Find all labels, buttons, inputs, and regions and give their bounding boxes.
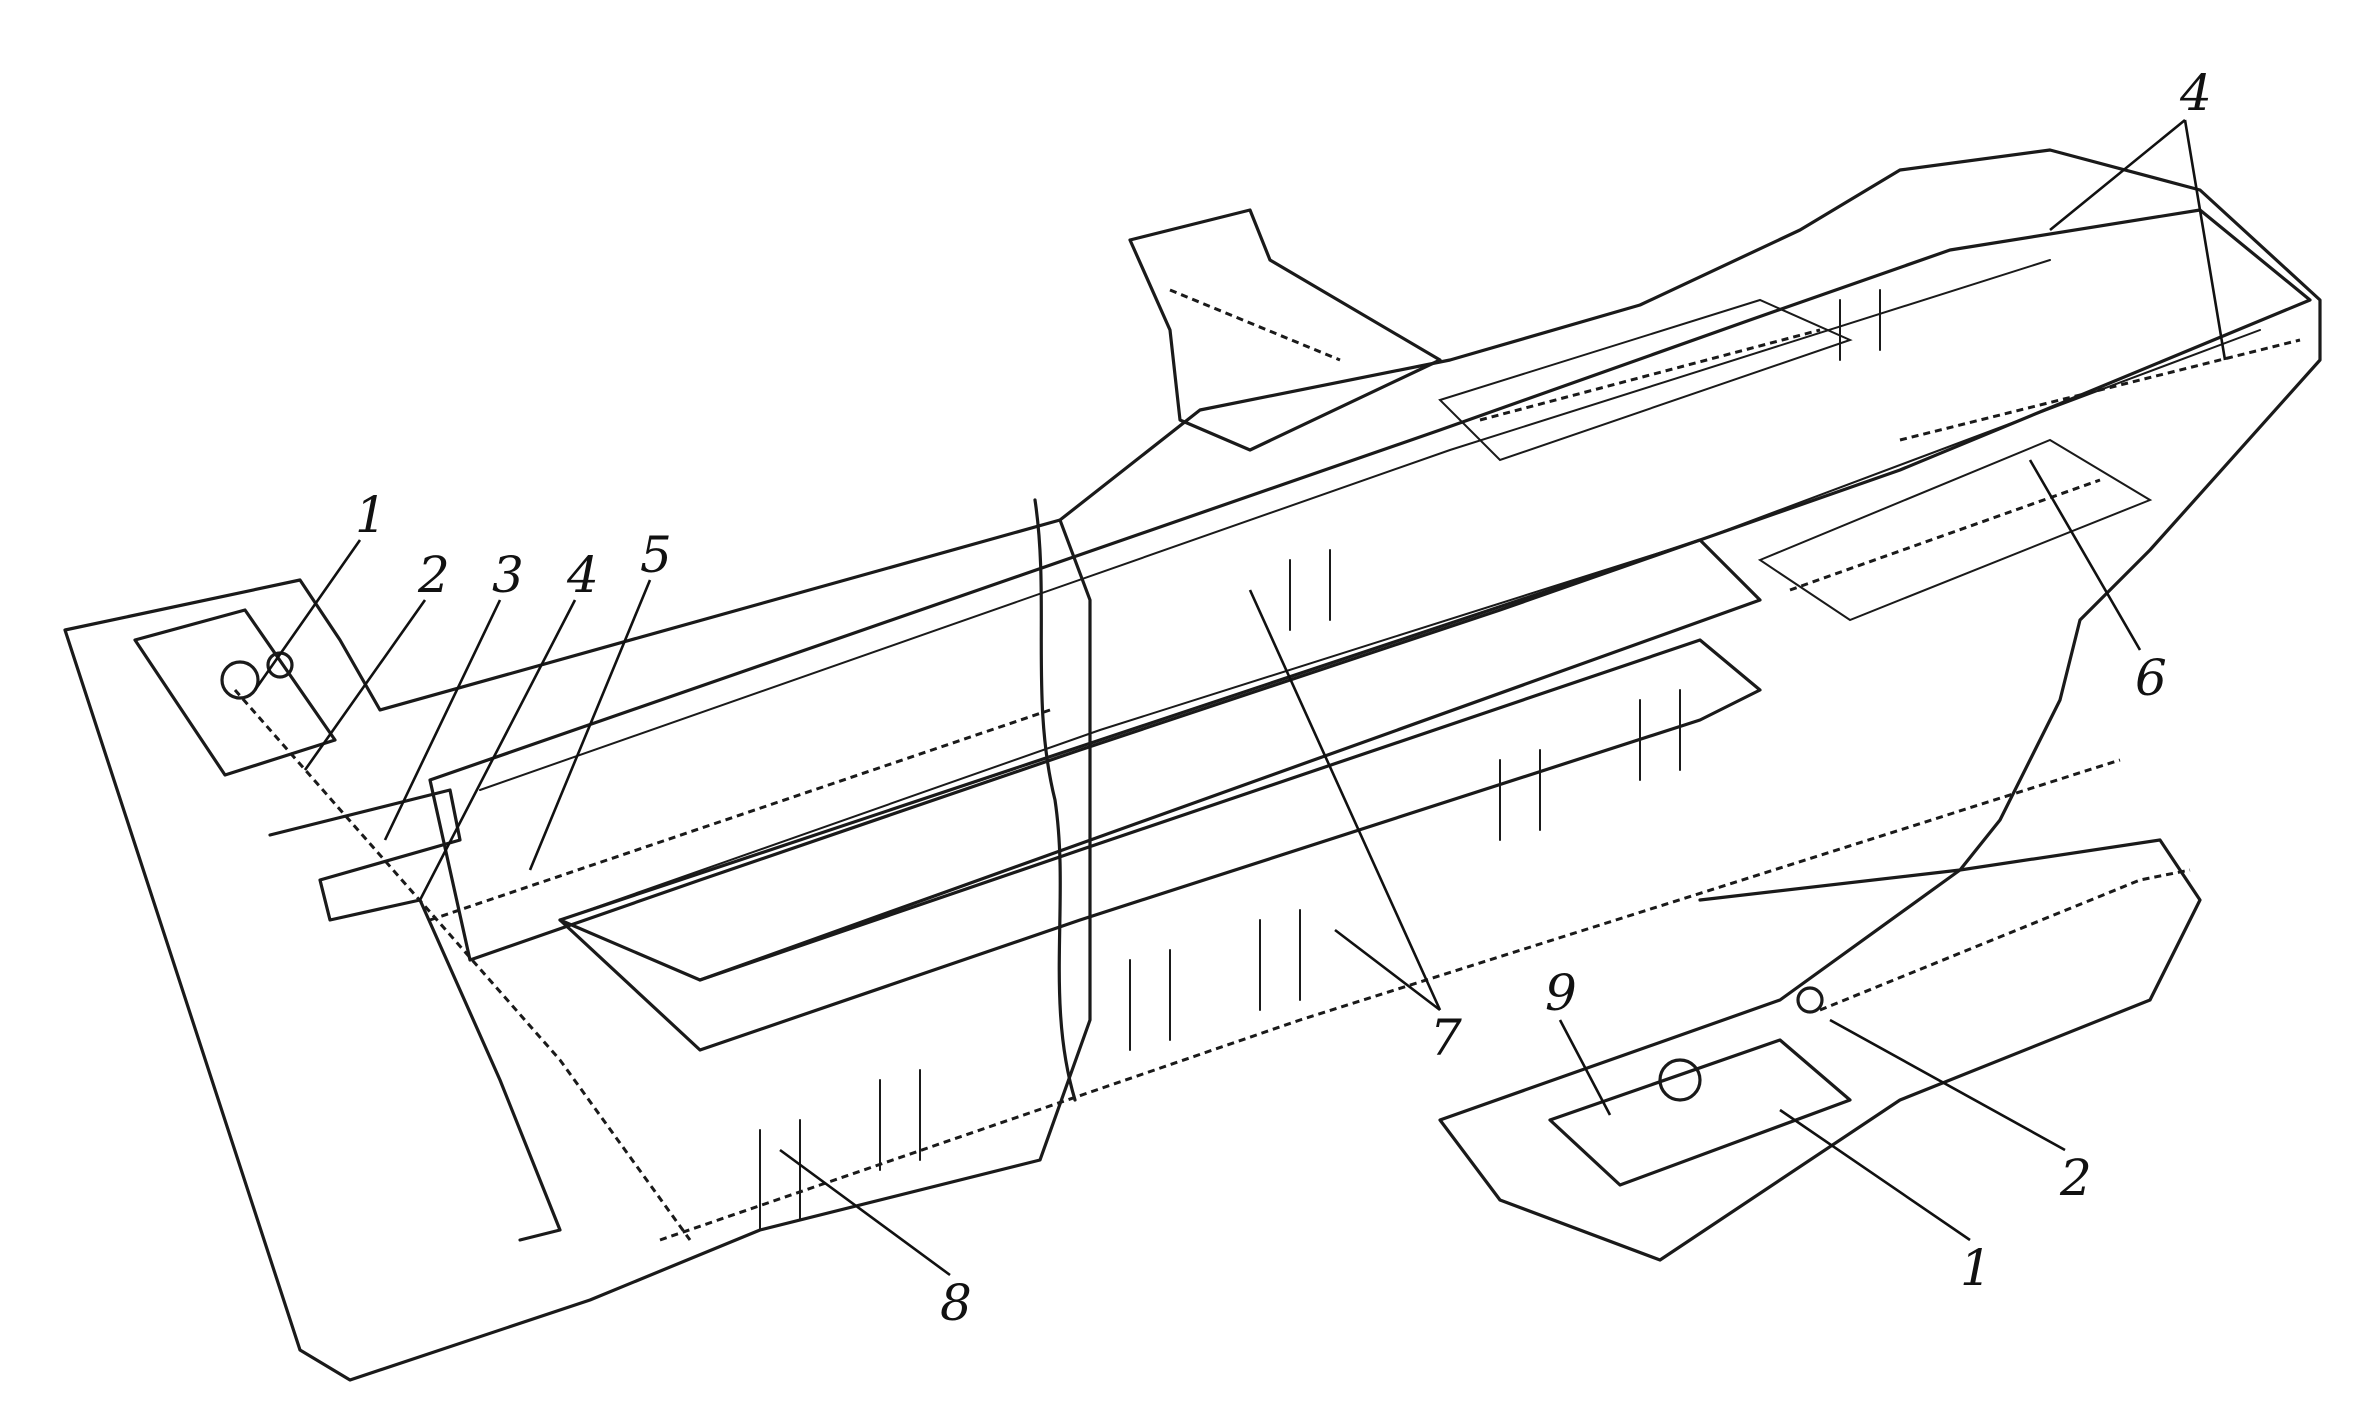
callout-right-2: 2	[2059, 1149, 2092, 1207]
callout-left-3: 3	[492, 546, 524, 604]
callout-labels: 1 2 3 4 5 4 6 7 8 9 2 1	[355, 64, 2212, 1332]
right-winch-drum	[1658, 1058, 1702, 1102]
right-winch-pulley	[1796, 986, 1824, 1014]
left-winch-platform	[133, 608, 337, 777]
callout-right-6: 6	[2135, 649, 2167, 707]
left-winch-drum	[220, 660, 260, 700]
left-chain-diagonal	[233, 689, 692, 1241]
right-lower-ground	[1438, 838, 2202, 1262]
leader-lines	[253, 118, 2227, 1277]
left-ground-outline	[63, 518, 1092, 1382]
right-upper-chain	[1899, 338, 2301, 442]
callout-left-4: 4	[566, 546, 599, 604]
callout-right-9: 9	[1545, 964, 1577, 1022]
grating-panels	[1438, 298, 2153, 622]
upper-dock-wing	[1128, 208, 1442, 452]
callout-bottom-8: 8	[940, 1274, 972, 1332]
cradle-posts	[759, 289, 1881, 1231]
central-berth-top	[558, 538, 1762, 982]
central-berth	[558, 638, 1762, 1052]
right-winch-platform	[1548, 1038, 1852, 1187]
right-ground-outline	[1058, 148, 2322, 902]
callout-left-5: 5	[640, 526, 672, 584]
right-return-chain	[1819, 868, 2191, 1012]
callout-left-1: 1	[355, 486, 387, 544]
main-channel	[428, 208, 2312, 962]
channel-inner-rail-bottom	[559, 329, 2261, 921]
channel-inner-rail-top	[479, 259, 2051, 791]
callout-mid-7: 7	[1430, 1009, 1462, 1067]
break-line	[1033, 498, 1077, 1102]
callout-left-2: 2	[417, 546, 450, 604]
bottom-chain	[659, 758, 2121, 1242]
upper-wing-chain	[1169, 288, 1341, 362]
callout-right-1: 1	[1960, 1239, 1992, 1297]
callout-top-4: 4	[2179, 64, 2212, 122]
left-chain-horizontal	[429, 708, 1051, 922]
left-ledge	[268, 788, 562, 1242]
